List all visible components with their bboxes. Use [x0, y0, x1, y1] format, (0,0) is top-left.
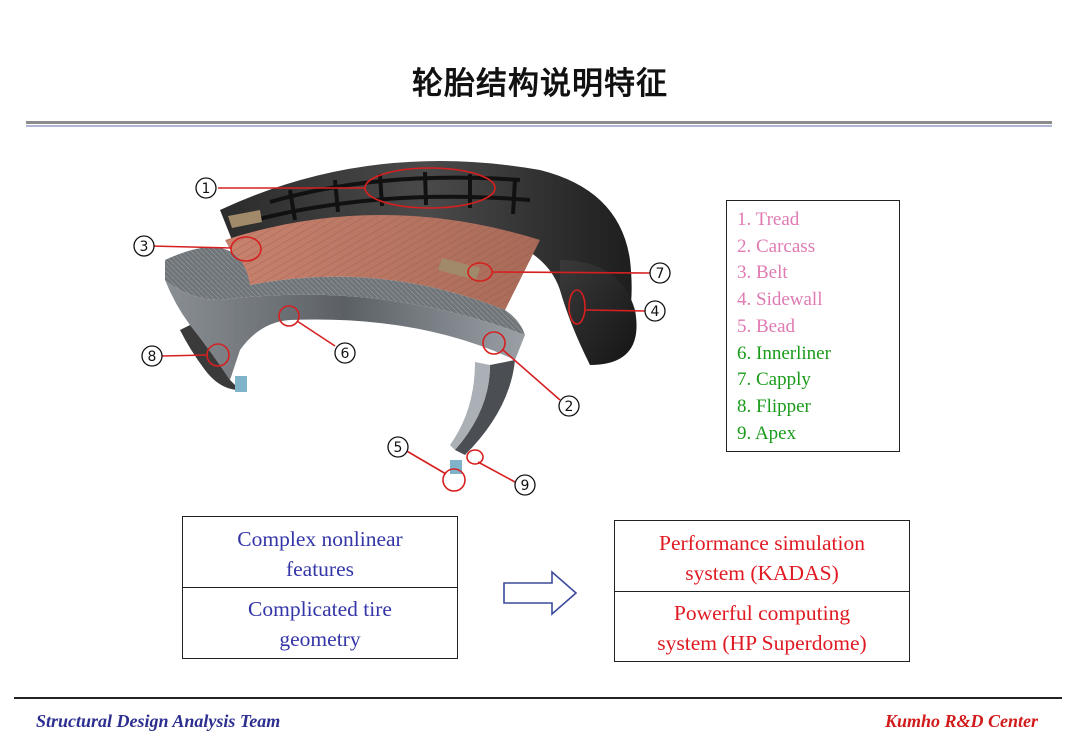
title-divider	[26, 121, 1052, 128]
solutions-divider	[615, 591, 909, 592]
callout-5: 5	[387, 436, 409, 458]
svg-text:8: 8	[148, 349, 157, 365]
legend-item-apex: 9. Apex	[737, 422, 797, 444]
svg-text:6: 6	[341, 346, 350, 362]
callout-6: 6	[334, 342, 356, 364]
callout-3: 3	[133, 235, 155, 257]
feature-line-1: Complex nonlinear	[237, 527, 403, 551]
solution-line-1: Performance simulation	[659, 531, 865, 555]
footer-organization: Kumho R&D Center	[884, 711, 1038, 731]
callout-4: 4	[644, 300, 666, 322]
svg-text:9: 9	[521, 478, 530, 494]
solution-line-4: system (HP Superdome)	[657, 631, 867, 655]
callout-2: 2	[558, 395, 580, 417]
svg-text:7: 7	[656, 266, 665, 282]
svg-text:1: 1	[202, 181, 211, 197]
features-box: Complex nonlinear features Complicated t…	[182, 516, 458, 659]
solution-line-3: Powerful computing	[673, 601, 851, 625]
svg-text:3: 3	[140, 239, 149, 255]
page-title: 轮胎结构说明特征	[412, 66, 668, 102]
solution-line-2: system (KADAS)	[685, 561, 839, 585]
features-divider	[183, 587, 457, 588]
right-arrow-icon	[503, 570, 578, 616]
footer-team: Structural Design Analysis Team	[36, 711, 281, 731]
feature-line-3: Complicated tire	[248, 597, 392, 621]
legend-item-capply: 7. Capply	[737, 369, 811, 391]
legend-item-tread: 1. Tread	[737, 209, 800, 230]
callout-1: 1	[195, 177, 217, 199]
legend-item-belt: 3. Belt	[737, 262, 788, 284]
legend-item-innerliner: 6. Innerliner	[737, 342, 831, 364]
legend-item-sidewall: 4. Sidewall	[737, 289, 823, 311]
callout-8: 8	[141, 345, 163, 367]
svg-text:4: 4	[651, 304, 660, 320]
legend-item-flipper: 8. Flipper	[737, 395, 811, 417]
callout-9: 9	[514, 474, 536, 496]
component-legend: 1. Tread 2. Carcass 3. Belt 4. Sidewall …	[726, 200, 900, 452]
legend-item-bead: 5. Bead	[737, 315, 796, 337]
solutions-box: Performance simulation system (KADAS) Po…	[614, 520, 910, 662]
feature-line-2: features	[285, 557, 355, 581]
svg-text:5: 5	[394, 440, 403, 456]
footer-divider	[14, 697, 1062, 699]
tire-cutaway-diagram: 1 3 7 4 6 8 2 5 9	[133, 161, 671, 496]
svg-text:2: 2	[565, 399, 574, 415]
legend-item-carcass: 2. Carcass	[737, 235, 816, 257]
callout-7: 7	[649, 262, 671, 284]
feature-line-4: geometry	[279, 627, 361, 651]
